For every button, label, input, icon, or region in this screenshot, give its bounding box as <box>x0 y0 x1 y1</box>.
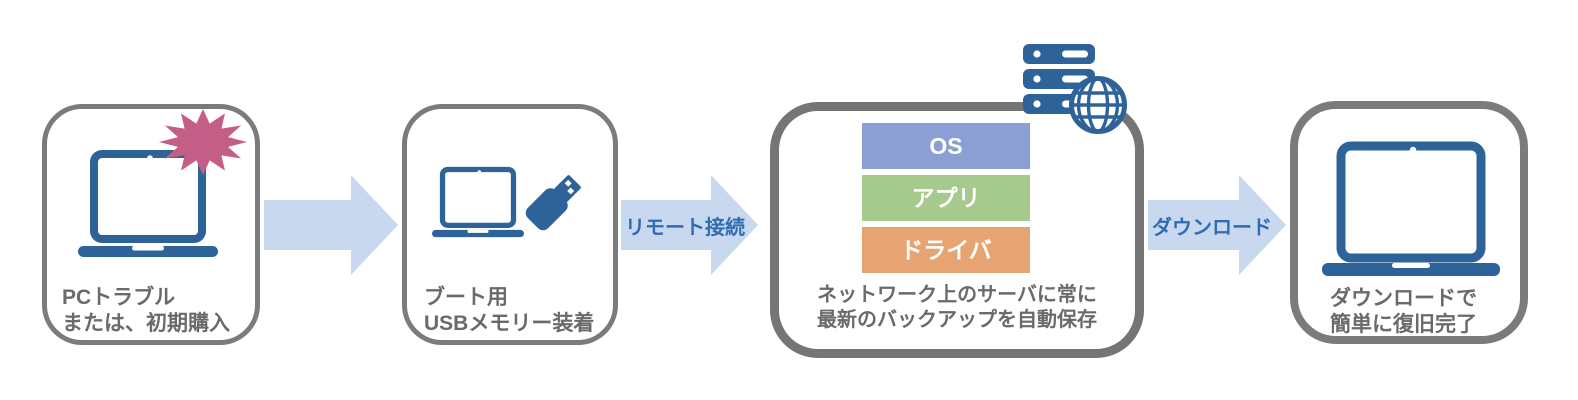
step-caption: PCトラブル または、初期購入 <box>62 285 230 337</box>
arrow-icon <box>1148 175 1286 275</box>
layer-app: アプリ <box>862 175 1030 221</box>
caption-line: ネットワーク上のサーバに常に <box>817 284 1097 306</box>
caption-line: 最新のバックアップを自動保存 <box>817 309 1097 331</box>
layer-os: OS <box>862 123 1030 169</box>
step-box-pc-trouble: PCトラブル または、初期購入 <box>42 104 260 345</box>
network-server-globe-icon <box>1023 44 1127 134</box>
laptop-icon <box>78 150 218 257</box>
caption-line: PCトラブル <box>62 286 176 309</box>
arrow-label: ダウンロード <box>1152 216 1272 239</box>
caption-line: ダウンロードで <box>1330 287 1477 310</box>
layer-driver: ドライバ <box>862 227 1030 273</box>
caption-line: ブート用 <box>424 286 508 309</box>
globe-icon <box>1069 76 1127 134</box>
trouble-burst-icon <box>159 109 247 175</box>
step-box-usb-boot: ブート用 USBメモリー装着 <box>402 104 618 345</box>
step-caption: ネットワーク上のサーバに常に 最新のバックアップを自動保存 <box>779 283 1135 333</box>
caption-line: USBメモリー装着 <box>424 312 595 335</box>
arrow-icon <box>264 175 398 275</box>
caption-line: 簡単に復旧完了 <box>1330 313 1477 336</box>
usb-drive-icon <box>525 175 581 231</box>
step-box-server-backup: OS アプリ ドライバ ネットワーク上のサーバに常に 最新のバックアップを自動保… <box>770 102 1144 358</box>
arrow-label: リモート接続 <box>625 216 745 239</box>
laptop-icon <box>432 166 524 238</box>
arrow-step1-to-step2 <box>264 175 398 275</box>
laptop-icon <box>1322 141 1500 276</box>
caption-line: または、初期購入 <box>62 312 230 335</box>
step-caption: ブート用 USBメモリー装着 <box>424 285 594 337</box>
arrow-download: ダウンロード <box>1148 175 1286 275</box>
step-caption: ダウンロードで 簡単に復旧完了 <box>1330 286 1477 338</box>
arrow-icon <box>621 175 758 275</box>
arrow-remote-connect: リモート接続 <box>621 175 758 275</box>
step-box-recovery-complete: ダウンロードで 簡単に復旧完了 <box>1290 101 1528 344</box>
backup-layers: OS アプリ ドライバ <box>862 123 1030 279</box>
